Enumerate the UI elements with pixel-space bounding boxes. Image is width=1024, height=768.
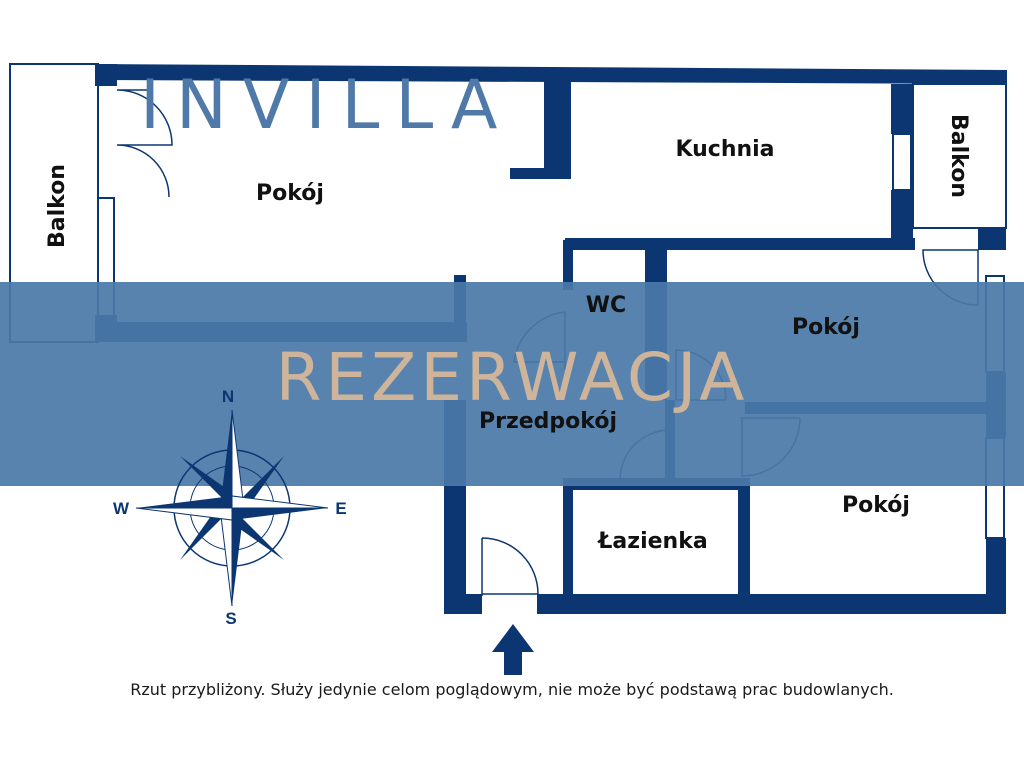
- room-label-lazienka: Łazienka: [597, 529, 707, 554]
- invilla-logo: INVILLA: [140, 66, 513, 145]
- disclaimer-text: Rzut przybliżony. Służy jedynie celom po…: [130, 680, 894, 699]
- bathroom-left-wall: [563, 478, 573, 598]
- wc-left-wall-top: [563, 240, 573, 290]
- room-label-przedpokoj: Przedpokój: [479, 409, 617, 434]
- compass-east: E: [335, 499, 346, 518]
- room-label-wc: WC: [586, 293, 626, 318]
- compass-north: N: [222, 387, 234, 406]
- compass-west: W: [113, 499, 130, 518]
- kitchen-right-wall-upper: [891, 84, 913, 134]
- room-label-pokoj-main: Pokój: [256, 181, 324, 206]
- kitchen-bottom-wall: [565, 238, 915, 250]
- top-wall: [95, 64, 1007, 84]
- logo-text: INVILLA: [140, 66, 513, 145]
- entrance-door-swing: [481, 537, 539, 596]
- bottom-wall-right: [537, 594, 1006, 614]
- bathroom-right-wall: [738, 478, 750, 598]
- kitchen-right-wall-lower: [891, 190, 913, 250]
- room-label-balkon-left: Balkon: [45, 164, 70, 248]
- entrance-arrow-icon: [492, 624, 534, 675]
- right-outer-wall-top: [978, 228, 1006, 250]
- bottom-wall-left: [444, 594, 482, 614]
- room-label-kuchnia: Kuchnia: [675, 137, 774, 162]
- reservation-banner: [0, 282, 1024, 486]
- compass-south: S: [225, 609, 236, 628]
- kitchen-stub-wall: [544, 78, 571, 178]
- compass-rose: N S E W: [113, 387, 347, 628]
- room-label-pokoj-right-bottom: Pokój: [842, 493, 910, 518]
- left-wall-upper: [95, 64, 117, 86]
- kitchen-stub-foot: [510, 168, 571, 179]
- kitchen-window: [892, 133, 912, 191]
- balcony-right-outline: [912, 83, 1007, 229]
- balcony-door-swing: [116, 89, 173, 198]
- room-label-pokoj-right-top: Pokój: [792, 315, 860, 340]
- reservation-text: REZERWACJA: [276, 339, 749, 416]
- room-label-balkon-right: Balkon: [946, 114, 971, 198]
